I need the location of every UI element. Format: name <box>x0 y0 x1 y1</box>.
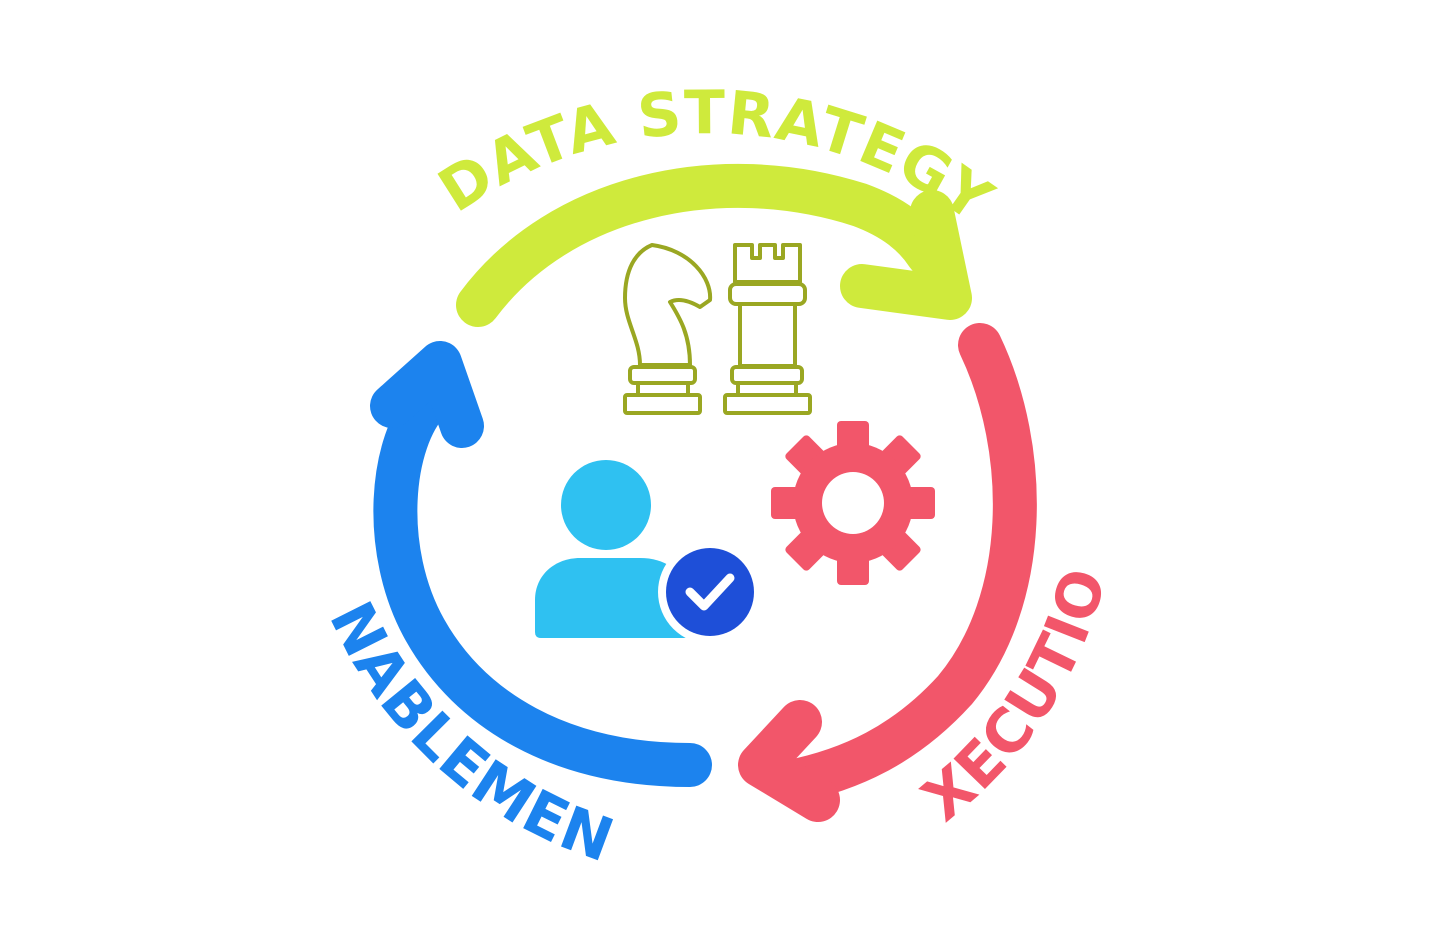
chess-pieces-icon <box>623 243 812 415</box>
chess-knight-icon <box>623 243 713 415</box>
user-body-icon <box>535 558 690 638</box>
enablement-arrow <box>370 341 712 787</box>
checkmark-icon <box>685 573 735 611</box>
user-head-icon <box>561 460 651 550</box>
chess-rook-icon <box>723 243 812 415</box>
user-check-icon <box>535 460 762 644</box>
check-badge-icon <box>666 548 754 636</box>
execution-arrow <box>738 323 1037 822</box>
data-strategy-arrow <box>456 163 972 327</box>
gear-icon <box>771 421 935 585</box>
